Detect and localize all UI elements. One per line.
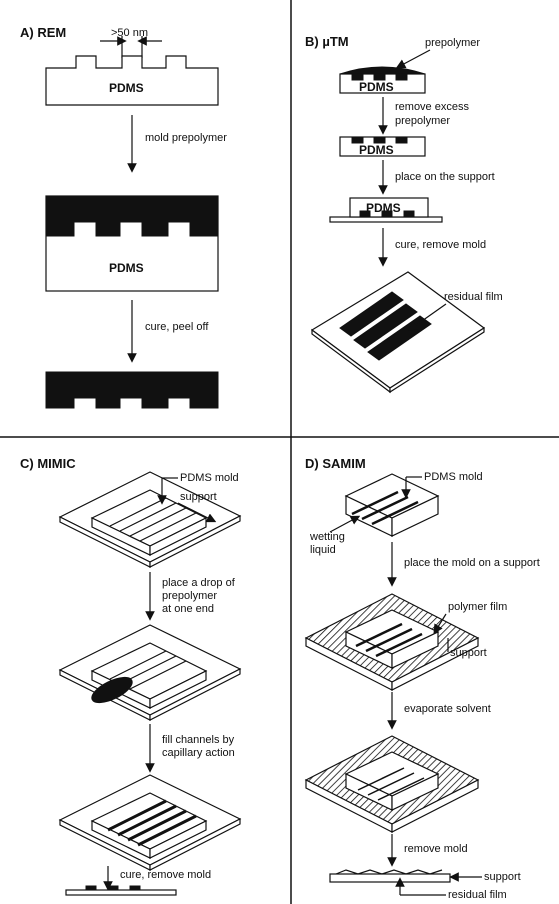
rem-replica	[45, 371, 219, 409]
utm-residual-label: residual film	[444, 291, 503, 303]
samim-step-1: place the mold on a support	[404, 557, 540, 569]
rem-stamp	[45, 55, 219, 106]
panel-a-title: A) REM	[20, 25, 66, 40]
samim-final-support	[329, 873, 451, 883]
utm-prepolymer-dome	[339, 66, 426, 75]
utm-pdms-label-2: PDMS	[359, 143, 394, 157]
samim-wetting-liquid	[351, 490, 419, 526]
panel-utm: B) µTM prepolymer PDMS remove excess pre…	[305, 34, 503, 394]
prepolymer-pointer	[395, 49, 431, 69]
samim-step-3: remove mold	[404, 843, 468, 855]
mimic-mold-label: PDMS mold	[180, 472, 239, 484]
utm-step-2: place on the support	[395, 171, 495, 183]
samim-wetting-pointer	[329, 515, 361, 533]
mimic-step-2-line-1: fill channels by	[162, 734, 235, 746]
panel-b-title: B) µTM	[305, 34, 349, 49]
samim-support-label: support	[450, 647, 487, 659]
dimension-marker	[100, 36, 162, 58]
samim-step-2: evaporate solvent	[404, 703, 491, 715]
samim-polymer-pointer	[433, 613, 447, 635]
mimic-step-2-line-2: capillary action	[162, 747, 235, 759]
mimic-filled-channels	[107, 799, 197, 847]
utm-support	[329, 216, 443, 223]
mimic-final-support	[65, 889, 177, 896]
samim-polymer-label: polymer film	[448, 601, 507, 613]
panel-d-title: D) SAMIM	[305, 456, 366, 471]
utm-step-3: cure, remove mold	[395, 239, 486, 251]
utm-step-1-line-1: remove excess	[395, 101, 469, 113]
mimic-prepolymer-drop	[91, 676, 133, 704]
prepolymer-label: prepolymer	[425, 37, 480, 49]
samim-residual-label: residual film	[448, 889, 507, 901]
dimension-label: >50 nm	[111, 27, 148, 39]
panel-c-title: C) MIMIC	[20, 456, 76, 471]
mimic-support-label: support	[180, 491, 217, 503]
samim-mold-label: PDMS mold	[424, 471, 483, 483]
rem-step-2: cure, peel off	[145, 321, 209, 333]
mimic-step-3: cure, remove mold	[120, 869, 211, 881]
utm-pdms-label-1: PDMS	[359, 80, 394, 94]
mimic-support-pointer	[177, 502, 217, 523]
utm-polymer-lines	[339, 291, 432, 361]
rem-pdms-label-2: PDMS	[109, 261, 144, 275]
rem-step-1: mold prepolymer	[145, 132, 227, 144]
samim-support2-label: support	[484, 871, 521, 883]
panel-rem: A) REM >50 nm PDMS mold prepolymer PDMS …	[20, 25, 227, 409]
panel-samim: D) SAMIM PDMS mold wetting liquid place …	[304, 456, 540, 901]
utm-pdms-label-3: PDMS	[366, 201, 401, 215]
mimic-step-1-line-2: prepolymer	[162, 590, 217, 602]
samim-wetting-line-2: liquid	[310, 544, 336, 556]
rem-pdms-label-1: PDMS	[109, 81, 144, 95]
mimic-step-1-line-1: place a drop of	[162, 577, 236, 589]
rem-mold-assembly	[45, 195, 219, 292]
panel-mimic: C) MIMIC PDMS mold support place a drop …	[20, 456, 242, 896]
samim-wetting-line-1: wetting	[309, 531, 345, 543]
utm-residual-pointer	[408, 303, 447, 331]
utm-step-1-line-2: prepolymer	[395, 115, 450, 127]
utm-substrate	[310, 271, 486, 389]
mimic-step-1-line-3: at one end	[162, 603, 214, 615]
